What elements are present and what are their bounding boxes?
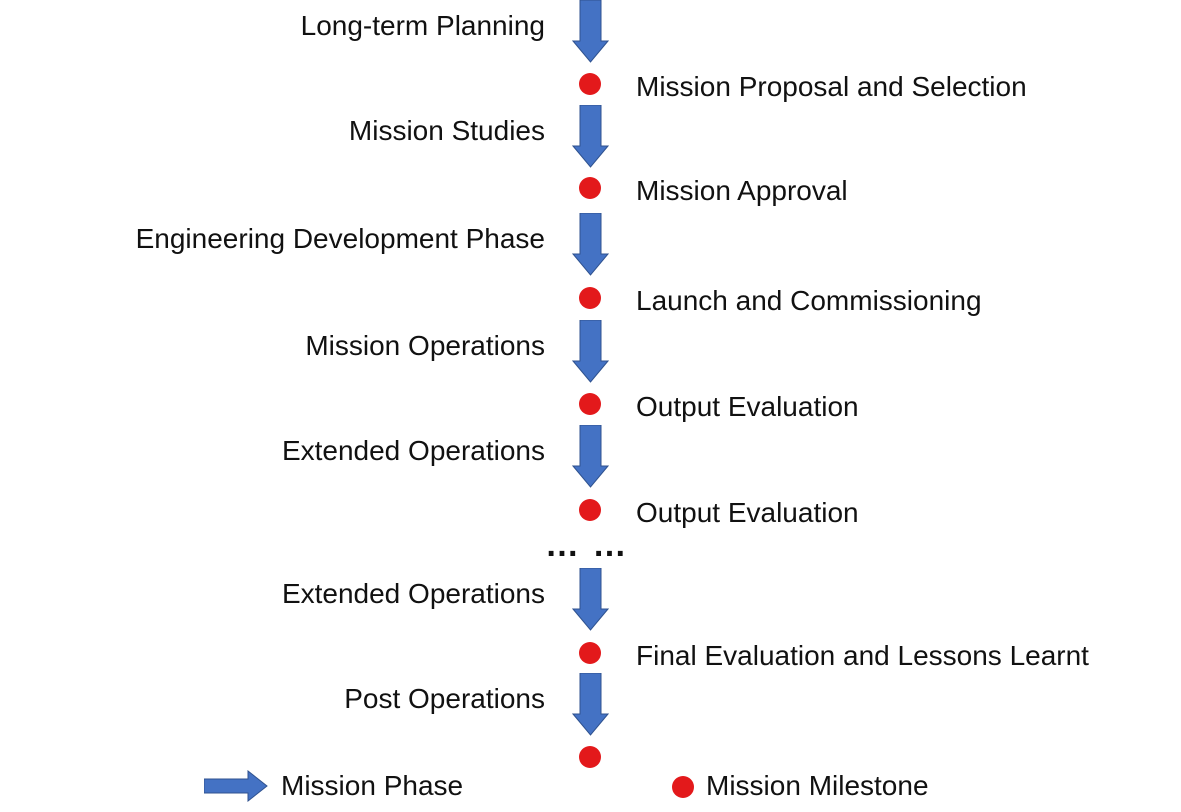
milestone-dot-icon — [579, 642, 601, 664]
phase-arrow-icon — [572, 0, 609, 63]
phase-arrow-icon — [572, 673, 609, 736]
phase-arrow-icon — [572, 425, 609, 488]
phase-label: Post Operations — [344, 683, 545, 714]
legend-arrow-icon — [204, 770, 268, 802]
ellipsis: … … — [545, 526, 629, 564]
milestone-dot-icon — [579, 287, 601, 309]
phase-label: Mission Operations — [305, 330, 545, 361]
phase-label: Extended Operations — [281, 435, 545, 466]
milestone-dot-icon — [579, 177, 601, 199]
phase-arrow-icon — [572, 213, 609, 276]
milestone-dot-icon — [579, 746, 601, 768]
milestone-dot-icon — [579, 499, 601, 521]
milestone-label: Mission Proposal and Selection — [636, 71, 1027, 102]
milestone-label: Output Evaluation — [636, 391, 859, 422]
legend-milestone-label: Mission Milestone — [706, 770, 929, 801]
milestone-label: Final Evaluation and Lessons Learnt — [636, 640, 1089, 671]
phase-label: Long-term Planning — [300, 10, 545, 41]
phase-label: Mission Studies — [348, 115, 545, 146]
milestone-dot-icon — [579, 73, 601, 95]
phase-label: Extended Operations — [281, 578, 545, 609]
legend-dot-icon — [672, 776, 694, 798]
milestone-label: Launch and Commissioning — [636, 285, 982, 316]
phase-arrow-icon — [572, 105, 609, 168]
legend-phase-label: Mission Phase — [281, 770, 464, 801]
milestone-label: Mission Approval — [636, 175, 848, 206]
phase-arrow-icon — [572, 568, 609, 631]
milestone-dot-icon — [579, 393, 601, 415]
phase-label: Engineering Development Phase — [135, 223, 545, 254]
milestone-label: Output Evaluation — [636, 497, 859, 528]
phase-arrow-icon — [572, 320, 609, 383]
